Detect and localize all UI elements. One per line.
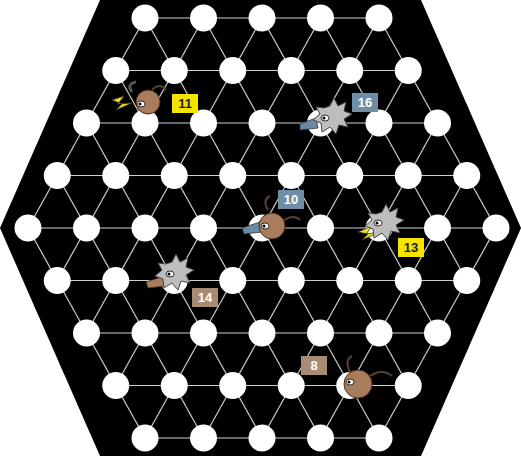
board-spot — [73, 110, 100, 137]
creature-piece — [344, 356, 392, 398]
board-spot — [161, 57, 188, 84]
board-spot — [307, 215, 334, 242]
board-spot — [366, 5, 393, 32]
board-spot — [307, 320, 334, 347]
board-spot — [190, 110, 217, 137]
board-spot — [249, 425, 276, 452]
board-spot — [424, 110, 451, 137]
board-spot — [44, 162, 71, 189]
board-spot — [190, 215, 217, 242]
board-spot — [219, 162, 246, 189]
callout-number: 13 — [404, 240, 418, 255]
board-spot — [366, 320, 393, 347]
board-spot — [132, 320, 159, 347]
board-spot — [219, 267, 246, 294]
board-spot — [453, 162, 480, 189]
creature-piece — [112, 82, 166, 114]
number-tag: 16 — [352, 93, 378, 112]
board-spot — [424, 215, 451, 242]
number-tag: 13 — [398, 238, 424, 257]
board-spot — [161, 162, 188, 189]
board-spot — [102, 267, 129, 294]
board-spot — [132, 5, 159, 32]
board-spot — [132, 425, 159, 452]
callout-number: 14 — [198, 290, 212, 305]
board-spot — [15, 215, 42, 242]
board-spot — [73, 215, 100, 242]
board-spot — [336, 162, 363, 189]
creature-piece — [300, 98, 352, 134]
board-spot — [190, 5, 217, 32]
board-spot — [307, 5, 334, 32]
board-spot — [190, 425, 217, 452]
creature-piece — [146, 254, 194, 290]
board-spot — [453, 267, 480, 294]
board-spot — [249, 320, 276, 347]
board-spot — [278, 372, 305, 399]
board-spot — [278, 267, 305, 294]
board-spot — [336, 57, 363, 84]
board-spot — [190, 320, 217, 347]
board-spot — [336, 267, 363, 294]
board-spot — [366, 110, 393, 137]
board-spot — [102, 57, 129, 84]
board-spot — [366, 425, 393, 452]
number-tag: 8 — [301, 356, 327, 375]
board-spot — [395, 57, 422, 84]
board-spot — [424, 320, 451, 347]
callout-number: 8 — [310, 358, 317, 373]
board-spot — [219, 57, 246, 84]
callout-number: 16 — [358, 95, 372, 110]
board-spot — [44, 267, 71, 294]
board-spot — [161, 372, 188, 399]
board-spot — [249, 110, 276, 137]
board-spot — [278, 162, 305, 189]
grid-lines — [28, 18, 496, 438]
board-spot — [249, 5, 276, 32]
board-spot — [307, 425, 334, 452]
board-spot — [483, 215, 510, 242]
callout-number: 11 — [178, 96, 192, 111]
number-tag: 14 — [192, 288, 218, 307]
board-spot — [102, 162, 129, 189]
board-spot — [278, 57, 305, 84]
number-tag: 11 — [172, 94, 198, 113]
board-spot — [395, 372, 422, 399]
board-spot — [73, 320, 100, 347]
board-spots — [15, 5, 510, 452]
board-spot — [395, 162, 422, 189]
board-spot — [132, 215, 159, 242]
callout-number: 10 — [284, 192, 298, 207]
board-spot — [219, 372, 246, 399]
board-spot — [102, 372, 129, 399]
number-tag: 10 — [278, 190, 304, 209]
board-spot — [395, 267, 422, 294]
creature-piece — [358, 204, 404, 240]
